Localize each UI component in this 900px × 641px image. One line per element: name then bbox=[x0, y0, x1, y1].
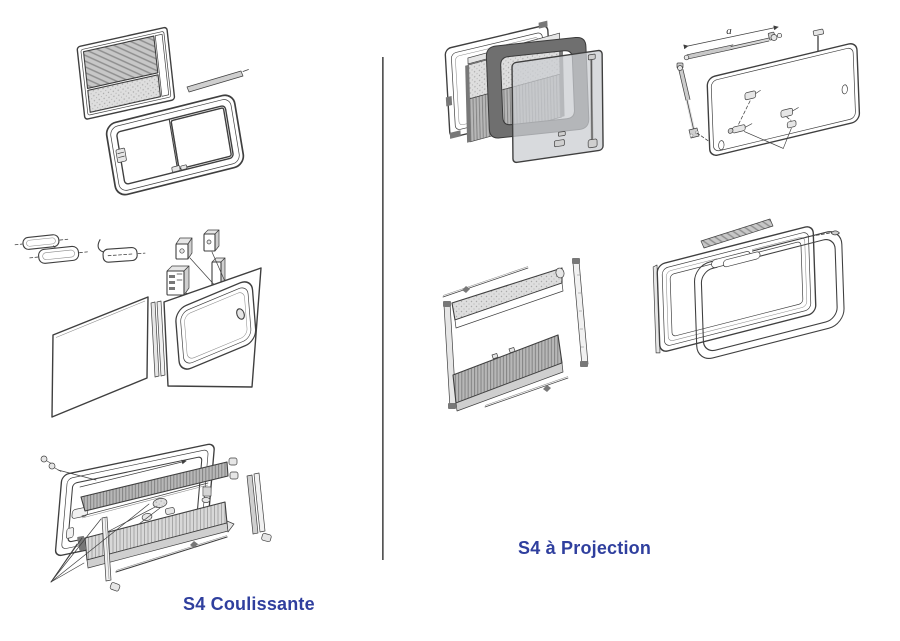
projection-blind-cassette-illustration bbox=[442, 258, 589, 412]
projection-section-link[interactable]: S4 à Projection bbox=[518, 538, 652, 558]
coulissante-channel-strips-illustration bbox=[150, 300, 166, 378]
coulissante-glass-pane-illustration bbox=[51, 296, 149, 418]
coulissante-blind-screen-panel-illustration bbox=[76, 26, 176, 120]
projection-layered-assembly-illustration bbox=[444, 20, 604, 164]
coulissante-seal-profiles-illustration bbox=[14, 234, 146, 264]
coulissante-sliding-window-frame-illustration bbox=[105, 94, 245, 196]
coulissante-sliding-pane-illustration bbox=[163, 267, 262, 388]
coulissante-inner-frame-blind-assembly-illustration bbox=[40, 443, 272, 592]
section-divider bbox=[382, 57, 384, 560]
stay-length-dimension-label: a bbox=[726, 25, 732, 37]
coulissante-slide-rail-strip-illustration bbox=[186, 69, 249, 93]
projection-frame-gasket-illustration bbox=[652, 218, 845, 359]
projection-pane-stays-latches-illustration: a bbox=[676, 25, 861, 156]
coulissante-section-link[interactable]: S4 Coulissante bbox=[183, 594, 315, 614]
